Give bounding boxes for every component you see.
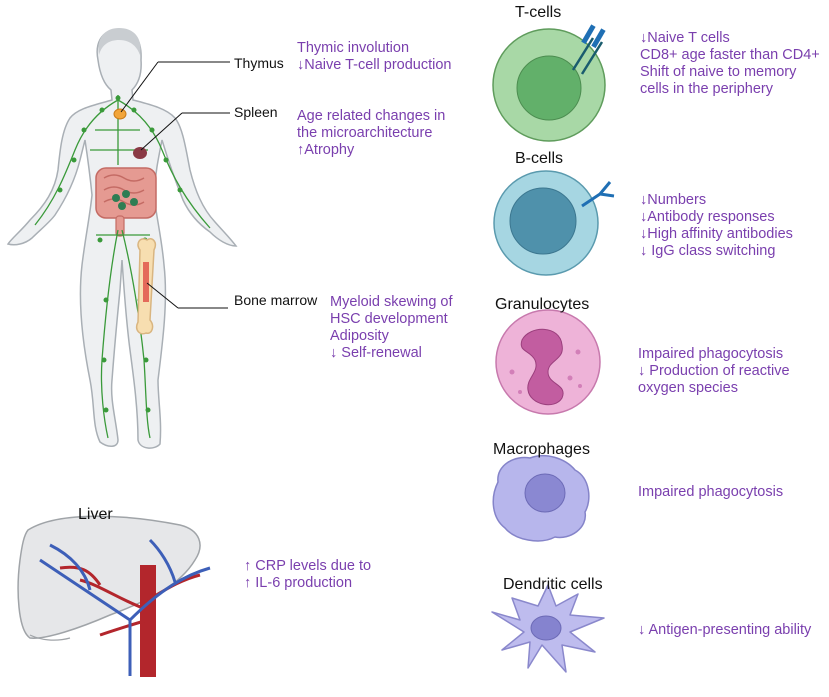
note-line: Impaired phagocytosis bbox=[638, 484, 784, 500]
b-cells-title: B-cells bbox=[515, 150, 564, 167]
note-line: Adiposity bbox=[330, 328, 389, 344]
note-line: Shift of naive to memory bbox=[640, 64, 797, 80]
intestines-organ bbox=[95, 167, 157, 237]
t-cell-illustration bbox=[492, 24, 606, 142]
note-line: ↓High affinity antibodies bbox=[640, 226, 793, 242]
spleen-organ bbox=[133, 147, 147, 159]
spleen-label: Spleen bbox=[234, 104, 278, 120]
dendritic-cells-notes: ↓ Antigen-presenting ability bbox=[638, 622, 811, 639]
bone-marrow-notes: Myeloid skewing of HSC development Adipo… bbox=[330, 294, 453, 362]
bone-marrow-label: Bone marrow bbox=[234, 292, 318, 308]
thymus-organ bbox=[113, 108, 127, 120]
note-line: ↑ IL-6 production bbox=[244, 575, 353, 591]
note-line: ↓Antibody responses bbox=[640, 209, 775, 225]
thymus-label: Thymus bbox=[234, 55, 284, 71]
b-cell-illustration bbox=[493, 170, 615, 276]
granulocyte-illustration bbox=[495, 309, 601, 415]
granulocytes-title: Granulocytes bbox=[495, 296, 590, 313]
liver-illustration bbox=[17, 515, 211, 677]
granulocytes-notes: Impaired phagocytosis ↓ Production of re… bbox=[638, 346, 790, 397]
macrophages-title: Macrophages bbox=[493, 441, 590, 458]
liver-notes: ↑ CRP levels due to ↑ IL-6 production bbox=[244, 558, 371, 592]
t-cells-title: T-cells bbox=[515, 4, 562, 21]
macrophage-illustration bbox=[492, 454, 590, 542]
note-line: Impaired phagocytosis bbox=[638, 346, 784, 362]
note-line: CD8+ age faster than CD4+ bbox=[640, 47, 820, 63]
note-line: ↑ CRP levels due to bbox=[244, 558, 372, 574]
b-cells-notes: ↓Numbers ↓Antibody responses ↓High affin… bbox=[640, 192, 793, 260]
macrophages-notes: Impaired phagocytosis bbox=[638, 484, 783, 501]
note-line: ↓Naive T cells bbox=[640, 30, 730, 46]
note-line: Age related changes in bbox=[297, 108, 446, 124]
note-line: ↓Numbers bbox=[640, 192, 707, 208]
bone-marrow-organ bbox=[135, 238, 157, 335]
note-line: ↑Atrophy bbox=[297, 142, 355, 158]
note-line: cells in the periphery bbox=[640, 81, 773, 97]
dendritic-cells-title: Dendritic cells bbox=[503, 576, 603, 593]
note-line: Thymic involution bbox=[297, 40, 410, 56]
note-line: ↓ Production of reactive bbox=[638, 363, 790, 379]
note-line: ↓ Antigen-presenting ability bbox=[638, 622, 812, 638]
dendritic-cell-illustration bbox=[491, 584, 605, 673]
note-line: Myeloid skewing of bbox=[330, 294, 453, 310]
note-line: ↓Naive T-cell production bbox=[297, 57, 452, 73]
note-line: ↓ Self-renewal bbox=[330, 345, 422, 361]
human-body-figure bbox=[6, 28, 238, 449]
liver-label: Liver bbox=[78, 506, 113, 523]
note-line: the microarchitecture bbox=[297, 125, 433, 141]
t-cells-notes: ↓Naive T cells CD8+ age faster than CD4+… bbox=[640, 30, 820, 98]
note-line: HSC development bbox=[330, 311, 448, 327]
note-line: ↓ IgG class switching bbox=[640, 243, 776, 259]
spleen-notes: Age related changes in the microarchitec… bbox=[297, 108, 445, 159]
note-line: oxygen species bbox=[638, 380, 738, 396]
thymus-notes: Thymic involution ↓Naive T-cell producti… bbox=[297, 40, 451, 74]
